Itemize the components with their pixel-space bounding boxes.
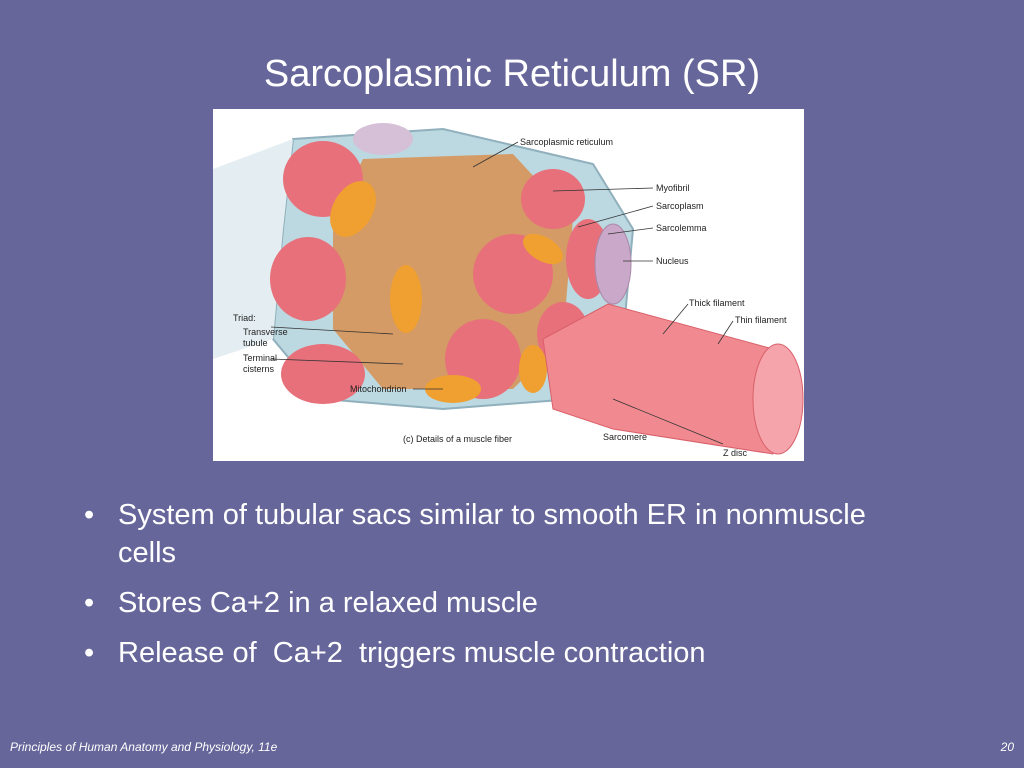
label-thin-filament: Thin filament <box>735 315 787 325</box>
nucleus-shape <box>594 223 632 305</box>
myofibril-shape <box>521 169 585 229</box>
bullet-list: • System of tubular sacs similar to smoot… <box>78 496 898 684</box>
page-number: 20 <box>1000 740 1014 754</box>
bullet-text: System of tubular sacs similar to smooth… <box>118 499 874 569</box>
mitochondrion-shape <box>519 345 547 393</box>
mitochondrion-shape <box>390 265 422 333</box>
label-transverse-tubule-2: tubule <box>243 338 268 348</box>
myofibril-shape <box>281 344 365 404</box>
myofibril-shape <box>353 123 413 155</box>
slide-title: Sarcoplasmic Reticulum (SR) <box>263 53 761 95</box>
bullet-item: • System of tubular sacs similar to smoot… <box>78 496 898 572</box>
bullet-marker: • <box>84 499 95 531</box>
muscle-fiber-illustration: Sarcoplasmic reticulum Myofibril Sarcopl… <box>213 123 804 458</box>
label-sarcolemma: Sarcolemma <box>656 223 707 233</box>
label-mitochondrion: Mitochondrion <box>350 384 407 394</box>
bullet-item: • Stores Ca+2 in a relaxed muscle <box>78 584 898 622</box>
label-sarcoplasmic-reticulum: Sarcoplasmic reticulum <box>520 137 613 147</box>
mitochondrion-shape <box>330 181 376 237</box>
reticulum-network <box>333 154 573 389</box>
label-terminal-cisterns-1: Terminal <box>243 353 277 363</box>
bullet-text: Stores Ca+2 in a relaxed muscle <box>118 587 538 619</box>
fiber-tail <box>213 139 293 359</box>
label-thick-filament: Thick filament <box>689 298 745 308</box>
myofibril-shape <box>270 237 346 321</box>
label-nucleus: Nucleus <box>656 256 689 266</box>
label-z-disc: Z disc <box>723 448 748 458</box>
label-terminal-cisterns-2: cisterns <box>243 364 275 374</box>
footer-source: Principles of Human Anatomy and Physiolo… <box>10 740 278 754</box>
figure-caption: (c) Details of a muscle fiber <box>403 434 512 444</box>
label-myofibril: Myofibril <box>656 183 690 193</box>
myofibril-end <box>752 343 804 455</box>
bullet-text: Release of Ca+2 triggers muscle contract… <box>118 637 706 669</box>
muscle-fiber-figure: Sarcoplasmic reticulum Myofibril Sarcopl… <box>213 109 804 461</box>
bullet-item: • Release of Ca+2 triggers muscle contrac… <box>78 634 898 672</box>
mitochondrion-shape <box>523 233 563 265</box>
label-sarcoplasm: Sarcoplasm <box>656 201 704 211</box>
bullet-marker: • <box>84 587 95 619</box>
label-triad: Triad: <box>233 313 256 323</box>
label-sarcomere: Sarcomere <box>603 432 647 442</box>
label-transverse-tubule-1: Transverse <box>243 327 288 337</box>
leader-lines <box>270 141 734 445</box>
mitochondrion-shape <box>425 375 481 403</box>
bullet-marker: • <box>84 637 95 669</box>
